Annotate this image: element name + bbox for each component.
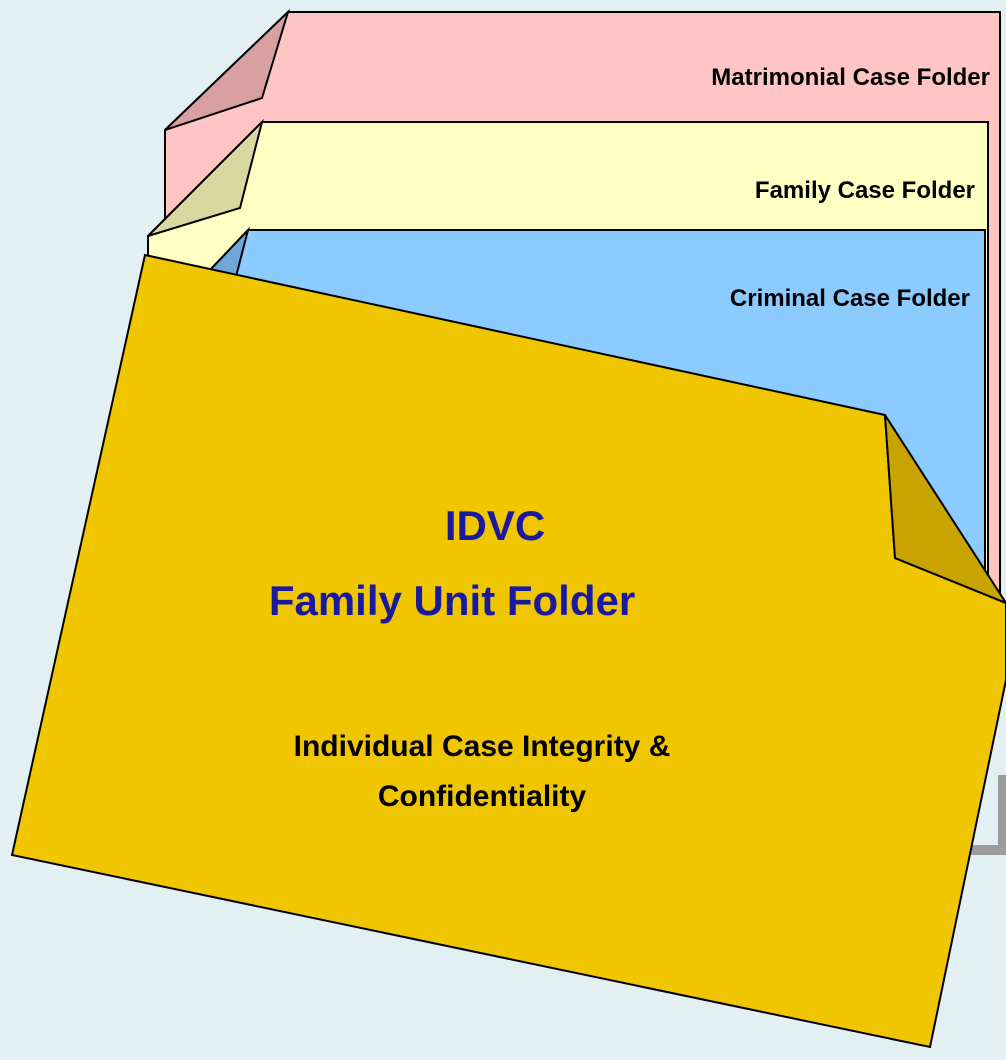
matrimonial-folder-label: Matrimonial Case Folder bbox=[711, 64, 990, 91]
family-unit-folder-flap bbox=[884, 414, 1006, 605]
idvc-family-unit-folder: IDVC Family Unit Folder Individual Case … bbox=[10, 253, 1006, 1049]
family-unit-subtitle: Family Unit Folder bbox=[269, 577, 635, 624]
family-unit-description-line2: Confidentiality bbox=[378, 780, 587, 813]
family-unit-description-line1: Individual Case Integrity & bbox=[294, 730, 671, 763]
criminal-folder-label: Criminal Case Folder bbox=[730, 285, 970, 312]
family-folder-tab bbox=[147, 118, 264, 237]
family-unit-title: IDVC bbox=[445, 502, 545, 549]
family-folder-label: Family Case Folder bbox=[755, 177, 975, 204]
matrimonial-folder-tab bbox=[164, 8, 291, 131]
